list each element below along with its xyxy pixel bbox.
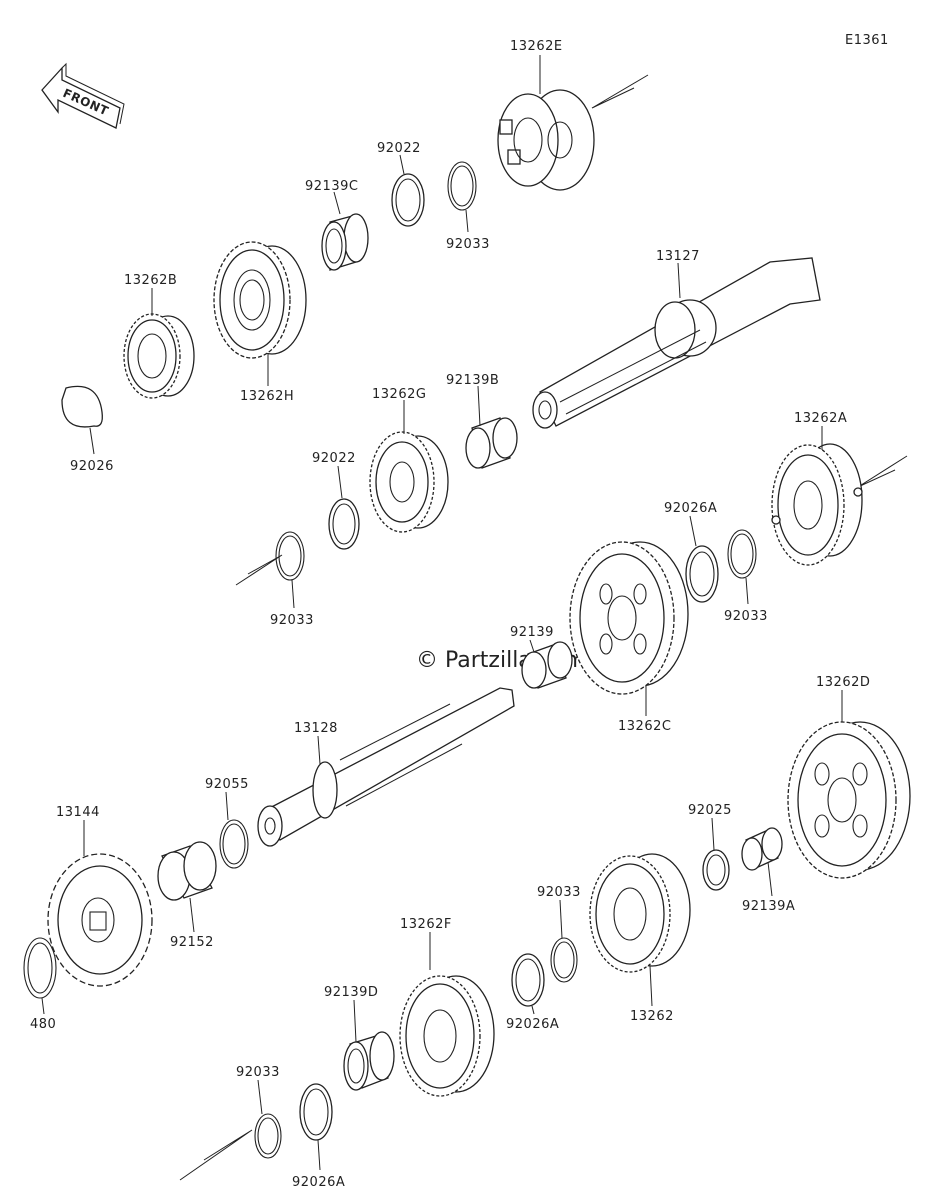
part-label-92055: 92055 — [205, 777, 249, 792]
part-label-92025: 92025 — [688, 803, 732, 818]
part-label-92022: 92022 — [312, 451, 356, 466]
part-label-13262E: 13262E — [510, 39, 563, 54]
part-label-92139C: 92139C — [305, 179, 358, 194]
gear-13262B[interactable] — [123, 313, 195, 399]
gear-13262H[interactable] — [213, 241, 307, 359]
direction-indicator — [591, 74, 649, 109]
part-label-13262A: 13262A — [794, 411, 847, 426]
collar-92152[interactable] — [157, 841, 217, 901]
bearing-92139D[interactable] — [343, 1031, 395, 1091]
circlip-92033-bottom[interactable] — [254, 1113, 282, 1159]
washer-92026A-lower[interactable] — [511, 953, 545, 1007]
part-label-92139A: 92139A — [742, 899, 795, 914]
circlip-92033-mid[interactable] — [275, 531, 305, 581]
part-label-13262D: 13262D — [816, 675, 870, 690]
part-label-92026A: 92026A — [292, 1175, 345, 1190]
part-label-13262F: 13262F — [400, 917, 452, 932]
part-label-92033: 92033 — [724, 609, 768, 624]
part-label-92026A: 92026A — [664, 501, 717, 516]
gear-13262G[interactable] — [369, 431, 449, 533]
circlip-92055[interactable] — [219, 819, 249, 869]
bearing-92139C[interactable] — [321, 213, 369, 271]
part-label-480: 480 — [30, 1017, 56, 1032]
shaft-13127[interactable] — [532, 257, 821, 429]
part-label-92022: 92022 — [377, 141, 421, 156]
bushing-92139B[interactable] — [465, 417, 518, 469]
gear-13262F[interactable] — [399, 975, 495, 1097]
washer-92022-top[interactable] — [391, 173, 425, 227]
shaft-13128[interactable] — [257, 687, 515, 847]
gear-13262A[interactable] — [771, 443, 863, 566]
part-label-13262H: 13262H — [240, 389, 294, 404]
gear-13262D[interactable] — [787, 721, 911, 879]
circlip-480[interactable] — [23, 937, 57, 999]
part-label-92033: 92033 — [537, 885, 581, 900]
circlip-92033-top[interactable] — [447, 161, 477, 211]
sprocket-13144[interactable] — [47, 853, 153, 987]
washer-92022-mid[interactable] — [328, 498, 360, 550]
part-label-13262: 13262 — [630, 1009, 674, 1024]
part-label-92152: 92152 — [170, 935, 214, 950]
part-label-92033: 92033 — [270, 613, 314, 628]
gear-13262C[interactable] — [569, 541, 689, 695]
part-label-92139D: 92139D — [324, 985, 378, 1000]
gear-13262[interactable] — [589, 853, 691, 973]
washer-92026A-bottom[interactable] — [299, 1083, 333, 1141]
part-label-92139: 92139 — [510, 625, 554, 640]
front-arrow-icon: FRONT — [41, 62, 125, 129]
part-label-92026: 92026 — [70, 459, 114, 474]
bushing-92139A[interactable] — [741, 827, 783, 871]
part-label-92026A: 92026A — [506, 1017, 559, 1032]
direction-indicator — [235, 554, 283, 586]
part-label-13262C: 13262C — [618, 719, 671, 734]
circlip-92033-right[interactable] — [727, 529, 757, 579]
washer-92026[interactable] — [61, 385, 103, 428]
leader-lines — [41, 55, 843, 1171]
part-label-13262G: 13262G — [372, 387, 426, 402]
gear-13262E[interactable] — [497, 89, 595, 191]
direction-indicator — [179, 1129, 253, 1181]
part-label-13144: 13144 — [56, 805, 100, 820]
part-label-92033: 92033 — [446, 237, 490, 252]
part-label-92033: 92033 — [236, 1065, 280, 1080]
washer-92026A-right[interactable] — [685, 545, 719, 603]
washer-92025[interactable] — [702, 849, 730, 891]
part-label-13127: 13127 — [656, 249, 700, 264]
part-label-13128: 13128 — [294, 721, 338, 736]
part-label-13262B: 13262B — [124, 273, 177, 288]
circlip-92033-lower[interactable] — [550, 937, 578, 983]
part-label-92139B: 92139B — [446, 373, 499, 388]
direction-indicator — [857, 455, 908, 488]
diagram-id: E1361 — [845, 33, 889, 48]
